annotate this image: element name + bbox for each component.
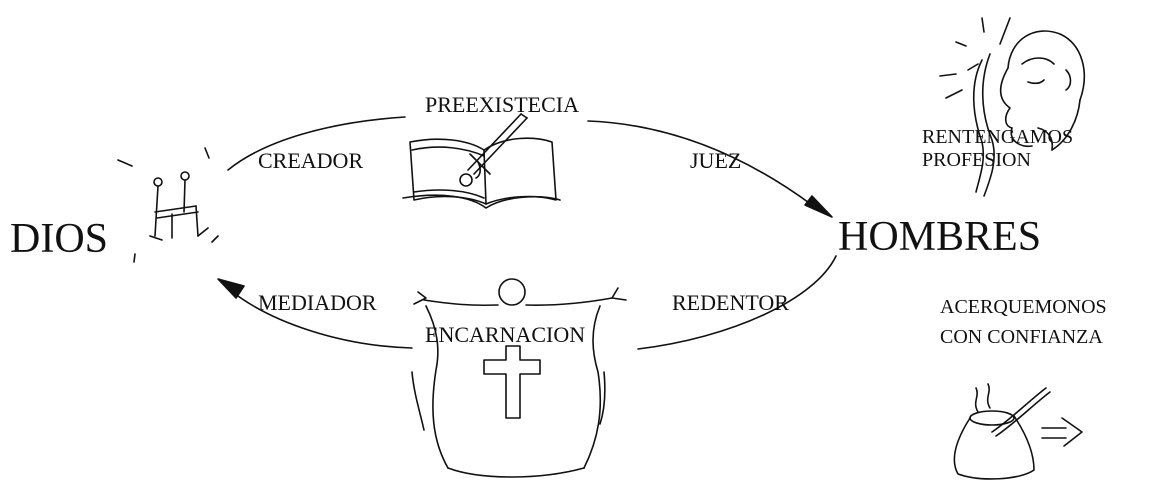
cycle-arcs bbox=[217, 116, 837, 350]
shouting-face-icon bbox=[939, 17, 1086, 197]
redentor-label: REDENTOR bbox=[672, 290, 789, 315]
throne-icon bbox=[117, 147, 219, 263]
book-sword-icon bbox=[402, 113, 561, 209]
creador-label: CREADOR bbox=[258, 148, 364, 173]
mediador-label: MEDIADOR bbox=[258, 290, 377, 315]
profesion-label: PROFESION bbox=[922, 149, 1031, 171]
dios-label: DIOS bbox=[10, 216, 109, 262]
juez-label: JUEZ bbox=[690, 148, 742, 173]
retengamos-label: RENTENGAMOS bbox=[922, 126, 1074, 148]
hombres-label: HOMBRES bbox=[838, 214, 1042, 260]
arc-redentor bbox=[637, 255, 837, 350]
con-confianza-label: CON CONFIANZA bbox=[940, 326, 1103, 348]
incense-burner-icon bbox=[953, 383, 1051, 480]
encarnacion-label: ENCARNACION bbox=[425, 322, 586, 347]
arrowhead-mediador bbox=[217, 278, 245, 299]
preexistencia-label: PREEXISTECIA bbox=[425, 92, 579, 117]
acerquemonos-label: ACERQUEMONOS bbox=[940, 296, 1107, 318]
arc-mediador bbox=[229, 289, 413, 349]
arrowhead-juez bbox=[804, 195, 833, 218]
right-arrow-icon bbox=[1041, 417, 1083, 447]
arc-creador bbox=[227, 116, 406, 171]
arc-juez bbox=[587, 120, 813, 206]
priest-figure-icon bbox=[411, 278, 627, 478]
